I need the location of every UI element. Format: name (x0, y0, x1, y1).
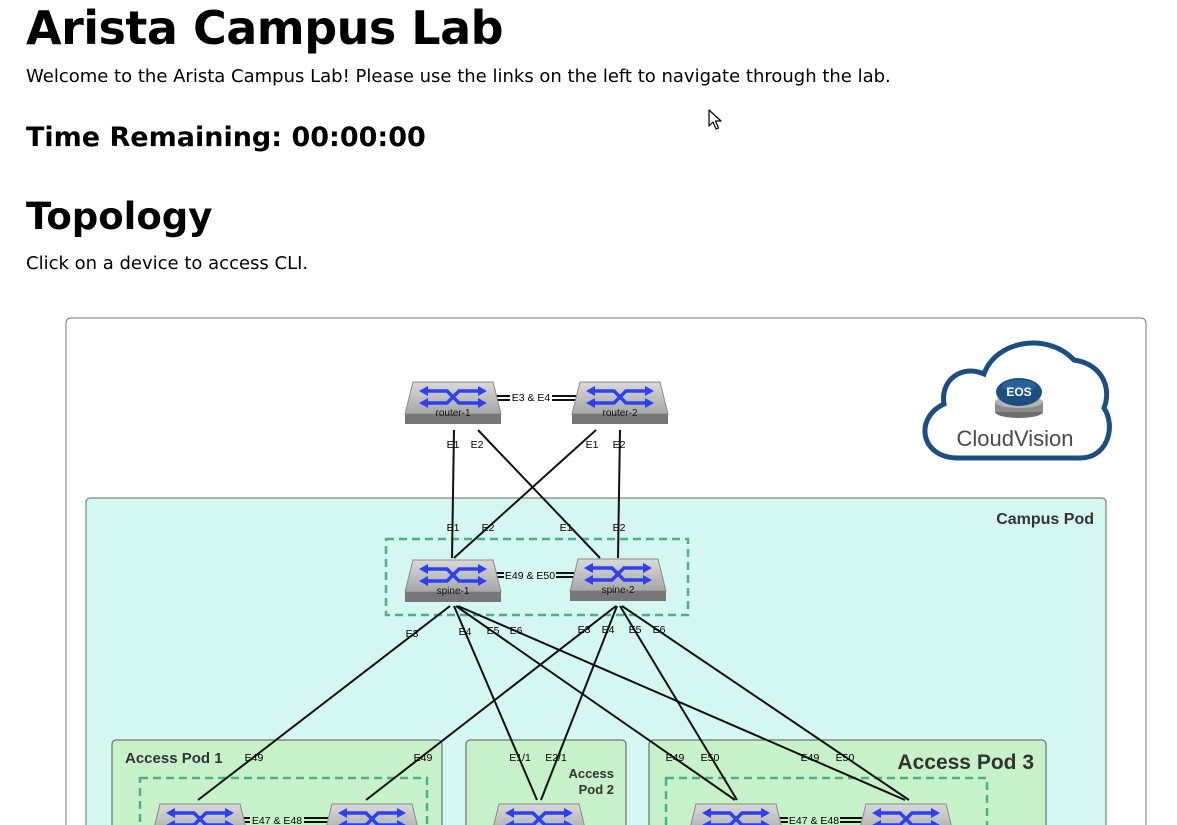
port-label: E1 (447, 439, 460, 451)
port-label: E1 (586, 439, 599, 451)
port-label: E4 (459, 626, 472, 638)
router-1-label: router-1 (435, 408, 470, 419)
access-pod-1-left-switch[interactable] (150, 802, 250, 825)
port-label: E49 (245, 752, 264, 764)
access-pod-2-label-line1: Access (568, 766, 614, 781)
port-label: E50 (701, 752, 720, 764)
page-title: Arista Campus Lab (26, 1, 504, 55)
access-pod-1-label: Access Pod 1 (125, 750, 223, 767)
access-pod-3-left-switch[interactable] (686, 802, 786, 825)
router-2-device[interactable]: router-2 (570, 380, 670, 426)
switch-icon (489, 802, 589, 825)
port-label: E3 (406, 628, 419, 640)
port-label: E2/1 (545, 752, 567, 764)
spine-mlag-group (384, 537, 690, 617)
spine-1-label: spine-1 (437, 586, 470, 597)
port-label: E5 (629, 624, 642, 636)
port-label: E1 (447, 522, 460, 534)
eos-badge-label: EOS (1006, 385, 1031, 399)
port-label: E4 (602, 624, 615, 636)
access-pod-2-switch[interactable] (489, 802, 589, 825)
access-pod-1-right-switch[interactable] (322, 802, 422, 825)
topology-heading: Topology (26, 195, 213, 238)
switch-icon (856, 802, 956, 825)
switch-icon (150, 802, 250, 825)
eos-database-icon (995, 378, 1043, 418)
mouse-cursor-icon (708, 109, 722, 130)
switch-icon (686, 802, 786, 825)
access-pod-3-label: Access Pod 3 (897, 751, 1034, 774)
router-2-label: router-2 (602, 408, 637, 419)
port-label: E3 (578, 624, 591, 636)
spine-2-label: spine-2 (602, 585, 635, 596)
access-pod-1-peer-link-label: E47 & E48 (252, 815, 302, 825)
port-label: E2 (471, 439, 484, 451)
access-pod-3-peer-link-label: E47 & E48 (789, 815, 839, 825)
router-1-device[interactable]: router-1 (403, 380, 503, 426)
switch-icon (322, 802, 422, 825)
access-pod-1-mlag-group (138, 776, 429, 825)
router-peer-link-label: E3 & E4 (512, 392, 551, 404)
welcome-text: Welcome to the Arista Campus Lab! Please… (26, 66, 891, 87)
access-pod-3-right-switch[interactable] (856, 802, 956, 825)
link-lines (197, 429, 910, 801)
cloudvision-logo[interactable]: EOS CloudVision (922, 340, 1112, 461)
spine-1-device[interactable]: spine-1 (403, 558, 503, 604)
port-label: E2 (613, 439, 626, 451)
port-label: E6 (510, 625, 523, 637)
port-label: E6 (653, 624, 666, 636)
port-label: E50 (836, 752, 855, 764)
time-remaining: Time Remaining: 00:00:00 (26, 122, 426, 153)
access-pod-2-label-line2: Pod 2 (579, 782, 614, 797)
port-label: E5 (487, 625, 500, 637)
port-label: E1 (560, 522, 573, 534)
spine-peer-link-label: E49 & E50 (505, 570, 555, 582)
spine-2-device[interactable]: spine-2 (568, 557, 668, 603)
topology-hint: Click on a device to access CLI. (26, 253, 309, 274)
cloudvision-label: CloudVision (956, 426, 1073, 451)
port-label: E49 (801, 752, 820, 764)
port-label: E49 (414, 752, 433, 764)
port-label: E2 (482, 522, 495, 534)
port-label: E49 (666, 752, 685, 764)
campus-pod-label: Campus Pod (996, 511, 1094, 528)
port-label: E2 (613, 522, 626, 534)
port-label: E1/1 (509, 752, 531, 764)
access-pod-3-mlag-group (664, 776, 989, 825)
